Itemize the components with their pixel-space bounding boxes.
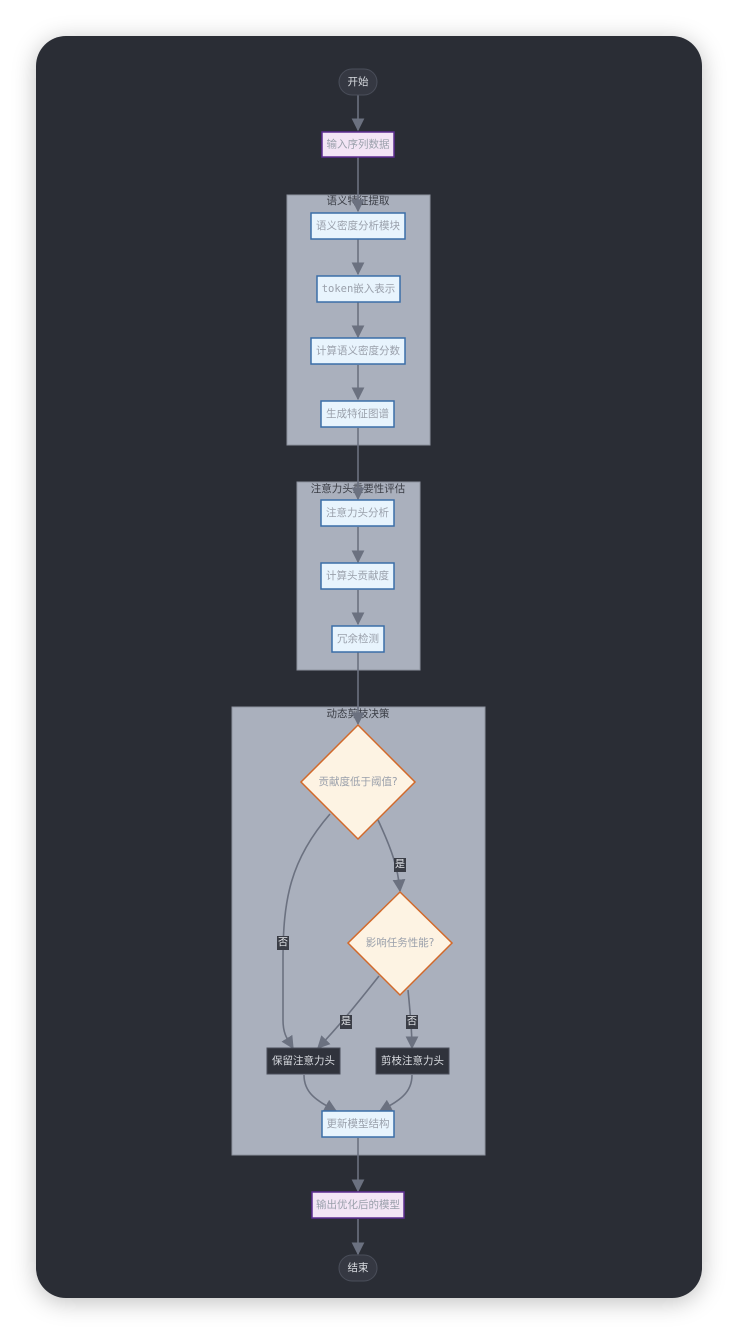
- edge-label-threshold-no: 否: [277, 936, 289, 950]
- svg-text:计算头贡献度: 计算头贡献度: [326, 569, 389, 582]
- node-head-analysis[interactable]: 注意力头分析: [320, 499, 395, 527]
- svg-text:剪枝注意力头: 剪枝注意力头: [381, 1054, 444, 1067]
- node-decision-performance[interactable]: 影响任务性能?: [346, 890, 454, 997]
- node-token-embed[interactable]: token嵌入表示: [316, 275, 401, 303]
- svg-text:是: 是: [341, 1016, 351, 1028]
- svg-text:计算语义密度分数: 计算语义密度分数: [316, 344, 400, 357]
- node-output[interactable]: 输出优化后的模型: [311, 1191, 405, 1219]
- edge-threshold-yes: [377, 819, 406, 893]
- svg-text:注意力头分析: 注意力头分析: [326, 506, 389, 519]
- svg-text:保留注意力头: 保留注意力头: [272, 1054, 335, 1067]
- svg-text:开始: 开始: [348, 75, 369, 88]
- node-gen-feature-map[interactable]: 生成特征图谱: [320, 400, 395, 428]
- svg-text:影响任务性能?: 影响任务性能?: [366, 936, 435, 949]
- node-head-contribution[interactable]: 计算头贡献度: [320, 562, 395, 590]
- svg-text:结束: 结束: [348, 1261, 369, 1274]
- svg-text:生成特征图谱: 生成特征图谱: [326, 407, 389, 420]
- node-decision-threshold[interactable]: 贡献度低于阈值?: [299, 723, 417, 841]
- node-calc-density[interactable]: 计算语义密度分数: [310, 337, 406, 365]
- edge-label-perf-no: 否: [406, 1015, 418, 1029]
- node-redundancy[interactable]: 冗余检测: [331, 625, 385, 653]
- svg-text:语义密度分析模块: 语义密度分析模块: [316, 219, 400, 232]
- node-keep-head[interactable]: 保留注意力头: [266, 1047, 341, 1075]
- svg-text:否: 否: [278, 937, 288, 949]
- edge-label-threshold-yes: 是: [394, 858, 406, 872]
- edge-keep-update: [303, 1074, 338, 1112]
- svg-text:冗余检测: 冗余检测: [337, 632, 379, 645]
- node-start[interactable]: 开始: [338, 68, 378, 96]
- node-prune-head[interactable]: 剪枝注意力头: [375, 1047, 450, 1075]
- svg-text:更新模型结构: 更新模型结构: [327, 1117, 390, 1130]
- svg-text:贡献度低于阈值?: 贡献度低于阈值?: [318, 775, 397, 788]
- node-semantic-module[interactable]: 语义密度分析模块: [310, 212, 406, 240]
- node-input[interactable]: 输入序列数据: [321, 131, 395, 158]
- edge-label-perf-yes: 是: [340, 1015, 352, 1029]
- edge-prune-update: [378, 1074, 413, 1112]
- node-update-model[interactable]: 更新模型结构: [321, 1110, 395, 1138]
- node-end[interactable]: 结束: [338, 1254, 378, 1282]
- edge-perf-yes: [317, 975, 380, 1049]
- svg-text:输出优化后的模型: 输出优化后的模型: [316, 1198, 400, 1211]
- svg-text:输入序列数据: 输入序列数据: [327, 138, 390, 151]
- svg-text:否: 否: [407, 1016, 417, 1028]
- svg-text:是: 是: [395, 859, 405, 871]
- svg-text:token嵌入表示: token嵌入表示: [322, 282, 396, 295]
